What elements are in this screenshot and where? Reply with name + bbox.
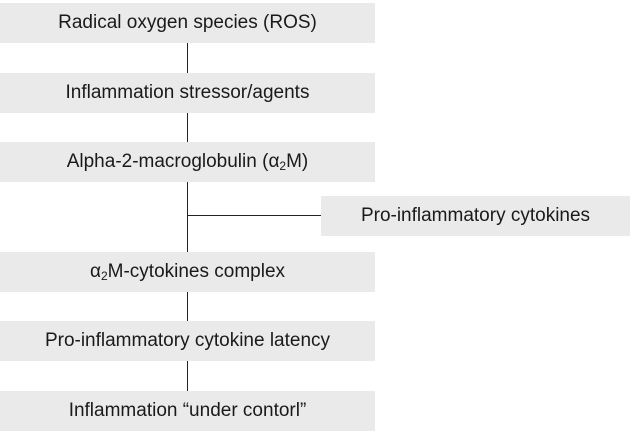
- ros-label: Radical oxygen species (ROS): [58, 12, 317, 33]
- complex-box: α2M-cytokines complex: [0, 252, 375, 292]
- control-label: Inflammation “under contorl”: [68, 400, 307, 421]
- connector-latency-control: [187, 361, 188, 391]
- complex-label: α2M-cytokines complex: [89, 261, 286, 283]
- latency-box: Pro-inflammatory cytokine latency: [0, 321, 375, 361]
- a2m-box: Alpha-2-macroglobulin (α2M): [0, 142, 375, 182]
- stressor-box: Inflammation stressor/agents: [0, 73, 375, 113]
- connector-a2m-complex: [187, 182, 188, 252]
- control-box: Inflammation “under contorl”: [0, 391, 375, 431]
- ros-box: Radical oxygen species (ROS): [0, 3, 375, 43]
- cytokines-label: Pro-inflammatory cytokines: [360, 205, 591, 226]
- connector-ros-stressor: [187, 43, 188, 73]
- stressor-label: Inflammation stressor/agents: [65, 82, 310, 103]
- latency-label: Pro-inflammatory cytokine latency: [44, 330, 331, 351]
- a2m-label: Alpha-2-macroglobulin (α2M): [66, 151, 309, 173]
- connector-cytokines-branch: [187, 215, 321, 216]
- connector-complex-latency: [187, 292, 188, 321]
- connector-stressor-a2m: [187, 113, 188, 142]
- cytokines-box: Pro-inflammatory cytokines: [321, 196, 630, 236]
